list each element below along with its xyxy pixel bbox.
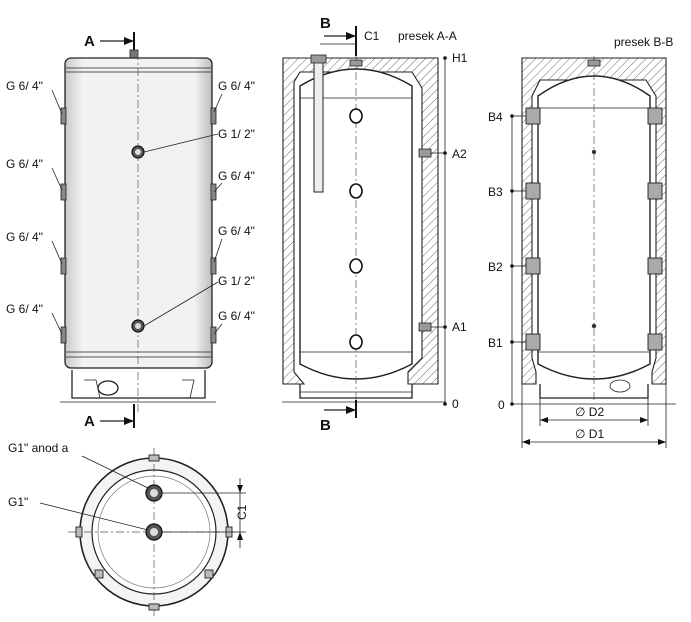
tank-body — [64, 57, 213, 369]
section-mark-b-top: B — [320, 15, 331, 32]
insulation-jacket — [521, 57, 667, 385]
section-b-b: presek B-B — [488, 35, 676, 448]
a1-label: A1 — [452, 320, 467, 334]
base-opening — [97, 380, 119, 396]
front-view: A — [6, 32, 255, 430]
insulation-jacket — [282, 57, 439, 385]
left-label-4: G 6/ 4" — [6, 302, 43, 316]
section-mark-b-bottom: B — [320, 417, 331, 434]
left-label-1: G 6/ 4" — [6, 79, 43, 93]
left-label-3: G 6/ 4" — [6, 230, 43, 244]
zero-label: 0 — [498, 398, 505, 412]
right-label-3: G 6/ 4" — [218, 169, 255, 183]
a2-label: A2 — [452, 147, 467, 161]
right-label-4: G 6/ 4" — [218, 224, 255, 238]
h1-label: H1 — [452, 51, 468, 65]
stub-a2 — [418, 148, 432, 158]
tank-base — [539, 384, 649, 399]
section-bb-title: presek B-B — [614, 35, 673, 49]
arrowhead-icon — [346, 406, 356, 414]
anode-label: G1" anod a — [8, 441, 69, 455]
left-label-2: G 6/ 4" — [6, 157, 43, 171]
arrowhead-icon — [346, 32, 356, 40]
tank-base — [299, 384, 413, 399]
d2-label: ∅ D2 — [575, 405, 604, 419]
c1-label: C1 — [235, 504, 249, 520]
right-label-2: G 1/ 2" — [218, 127, 255, 141]
section-aa-title: presek A-A — [398, 29, 457, 43]
right-label-6: G 6/ 4" — [218, 309, 255, 323]
level-b2: B2 — [488, 260, 503, 274]
section-a-a: presek A-A B C1 — [282, 15, 468, 434]
top-nipple — [129, 49, 139, 59]
d1-label: ∅ D1 — [575, 427, 604, 441]
right-label-5: G 1/ 2" — [218, 274, 255, 288]
c1-label: C1 — [364, 29, 380, 43]
level-b3: B3 — [488, 185, 503, 199]
tank-base — [71, 370, 206, 399]
right-label-1: G 6/ 4" — [218, 79, 255, 93]
zero-label: 0 — [452, 397, 459, 411]
section-mark-a-bottom: A — [84, 413, 95, 430]
section-mark-a-top: A — [84, 33, 95, 50]
connection-stubs — [525, 107, 663, 351]
arrowhead-icon — [124, 417, 134, 425]
level-b1: B1 — [488, 336, 503, 350]
port-openings — [349, 108, 363, 350]
level-b4: B4 — [488, 110, 503, 124]
g1-label: G1" — [8, 495, 28, 509]
arrowhead-icon — [124, 37, 134, 45]
side-bosses — [60, 107, 217, 344]
top-view: G1" anod a G1" C1 — [8, 441, 249, 616]
stub-a1 — [418, 322, 432, 332]
anode-rod — [313, 59, 324, 193]
